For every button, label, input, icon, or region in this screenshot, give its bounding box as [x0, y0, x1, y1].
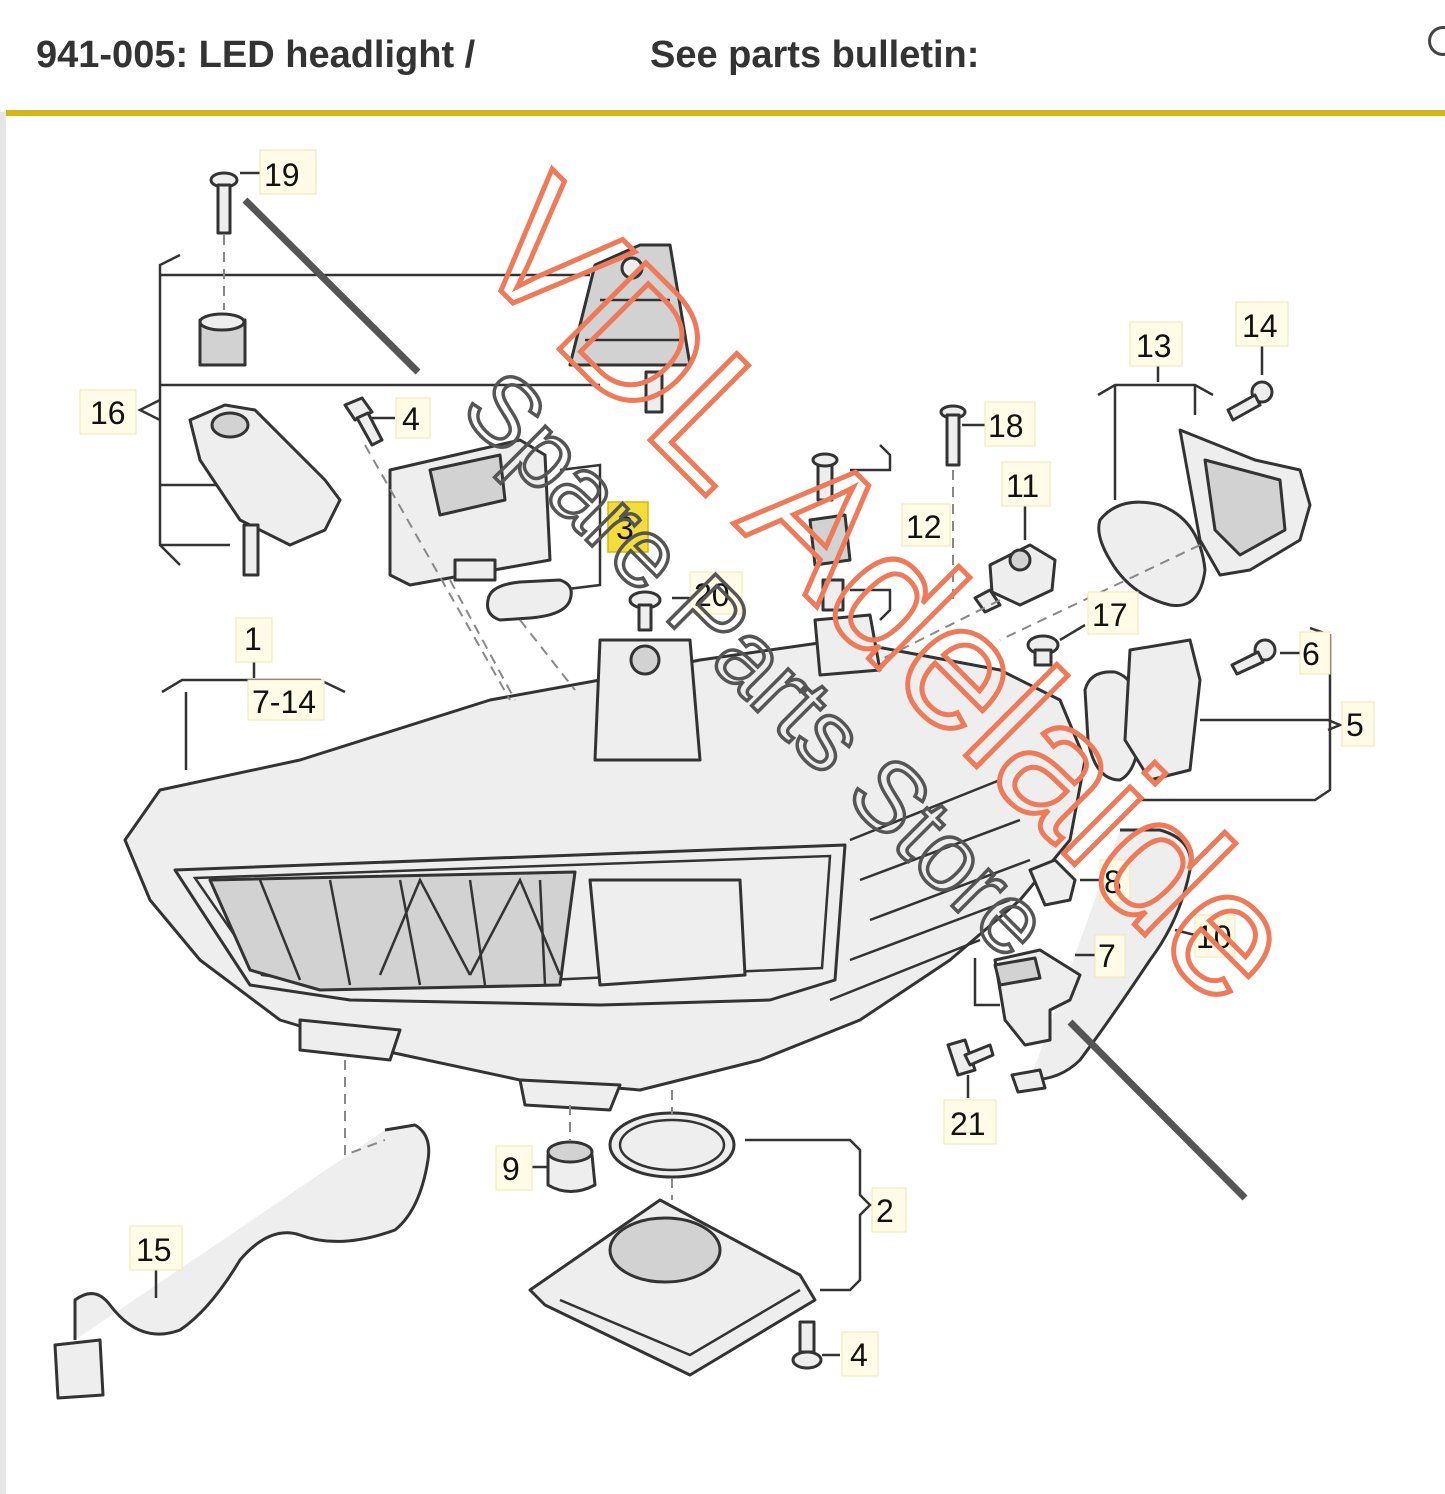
svg-text:19: 19: [264, 157, 300, 193]
search-icon[interactable]: [1428, 26, 1445, 56]
callout-6[interactable]: 6: [1299, 631, 1331, 675]
svg-text:11: 11: [1006, 468, 1039, 504]
watermark-slash-upper: [242, 197, 421, 375]
svg-text:1: 1: [244, 621, 262, 657]
callout-15[interactable]: 15: [129, 1225, 183, 1271]
headlight-housing[interactable]: [123, 613, 1087, 1112]
callout-12[interactable]: 12: [901, 503, 951, 547]
callout-17[interactable]: 17: [1087, 591, 1139, 635]
parts-bulletin-label[interactable]: See parts bulletin:: [650, 34, 980, 76]
bracket-group-16[interactable]: [137, 253, 600, 577]
screw-21[interactable]: [946, 1038, 995, 1077]
callout-labels: 19 16 4 3 20 1 7-14 12 18 11 13 14 17 6 …: [79, 149, 1375, 1377]
svg-text:6: 6: [1302, 636, 1320, 672]
callout-3[interactable]: 3: [607, 501, 649, 553]
callout-8[interactable]: 8: [1099, 859, 1131, 903]
svg-text:13: 13: [1136, 328, 1172, 364]
bolt-19[interactable]: [209, 171, 239, 310]
screw-20[interactable]: [628, 590, 662, 632]
plug-17[interactable]: [1026, 634, 1060, 667]
page-title: 941-005: LED headlight /: [36, 34, 476, 76]
screw-14[interactable]: [1226, 380, 1274, 422]
callout-13[interactable]: 13: [1129, 321, 1183, 367]
left-edge-border: [0, 0, 6, 1494]
holder-7[interactable]: [973, 948, 1082, 1047]
svg-text:9: 9: [502, 1151, 520, 1187]
callout-9[interactable]: 9: [495, 1145, 533, 1191]
cover-seal-13[interactable]: [1097, 383, 1312, 608]
socket-8[interactable]: [1028, 858, 1077, 907]
callout-11[interactable]: 11: [1001, 461, 1051, 507]
callout-21[interactable]: 21: [943, 1099, 997, 1145]
svg-text:12: 12: [906, 509, 942, 545]
svg-text:7-14: 7-14: [252, 684, 316, 720]
adjuster-motor-11[interactable]: [973, 543, 1057, 614]
svg-text:3: 3: [616, 510, 634, 546]
svg-text:20: 20: [694, 577, 730, 613]
svg-text:7: 7: [1098, 938, 1116, 974]
svg-text:21: 21: [950, 1106, 986, 1142]
callout-14[interactable]: 14: [1235, 301, 1289, 347]
control-unit-2[interactable]: [528, 1111, 872, 1377]
cable-15[interactable]: [53, 1060, 431, 1400]
svg-text:4: 4: [850, 1337, 868, 1373]
svg-text:10: 10: [1196, 919, 1232, 955]
svg-text:16: 16: [90, 395, 126, 431]
callout-1[interactable]: 1: [235, 617, 273, 663]
callout-4-lower[interactable]: 4: [841, 1331, 879, 1377]
callout-18[interactable]: 18: [984, 401, 1036, 447]
svg-text:15: 15: [136, 1232, 172, 1268]
svg-text:17: 17: [1092, 597, 1128, 633]
gasket-3[interactable]: [486, 578, 573, 622]
svg-text:2: 2: [876, 1193, 894, 1229]
callout-5[interactable]: 5: [1341, 701, 1375, 747]
control-unit-3[interactable]: [388, 438, 602, 592]
svg-text:8: 8: [1104, 864, 1122, 900]
svg-text:18: 18: [988, 408, 1024, 444]
page-header: 941-005: LED headlight / See parts bulle…: [0, 0, 1445, 112]
svg-text:14: 14: [1242, 308, 1278, 344]
callout-10[interactable]: 10: [1194, 914, 1236, 958]
sleeve-9[interactable]: [546, 1140, 597, 1193]
callout-2[interactable]: 2: [871, 1187, 907, 1233]
screw-4-lower[interactable]: [791, 1320, 823, 1370]
header-divider: [6, 110, 1445, 116]
callout-20[interactable]: 20: [689, 571, 743, 615]
svg-text:5: 5: [1346, 707, 1364, 743]
callout-4-upper[interactable]: 4: [395, 397, 431, 439]
actuator-group-12[interactable]: [808, 444, 892, 621]
callout-7-14[interactable]: 7-14: [247, 679, 325, 721]
watermark-slash-lower: [1067, 1019, 1248, 1201]
callout-19[interactable]: 19: [259, 149, 317, 195]
callout-7[interactable]: 7: [1094, 934, 1126, 978]
callout-16[interactable]: 16: [79, 389, 137, 435]
cap-group-5[interactable]: [1083, 626, 1344, 802]
top-cover[interactable]: [568, 243, 692, 414]
screw-4-upper[interactable]: [343, 396, 384, 447]
bolt-18[interactable]: [939, 404, 967, 600]
screw-6[interactable]: [1230, 638, 1277, 676]
svg-text:4: 4: [402, 401, 420, 437]
